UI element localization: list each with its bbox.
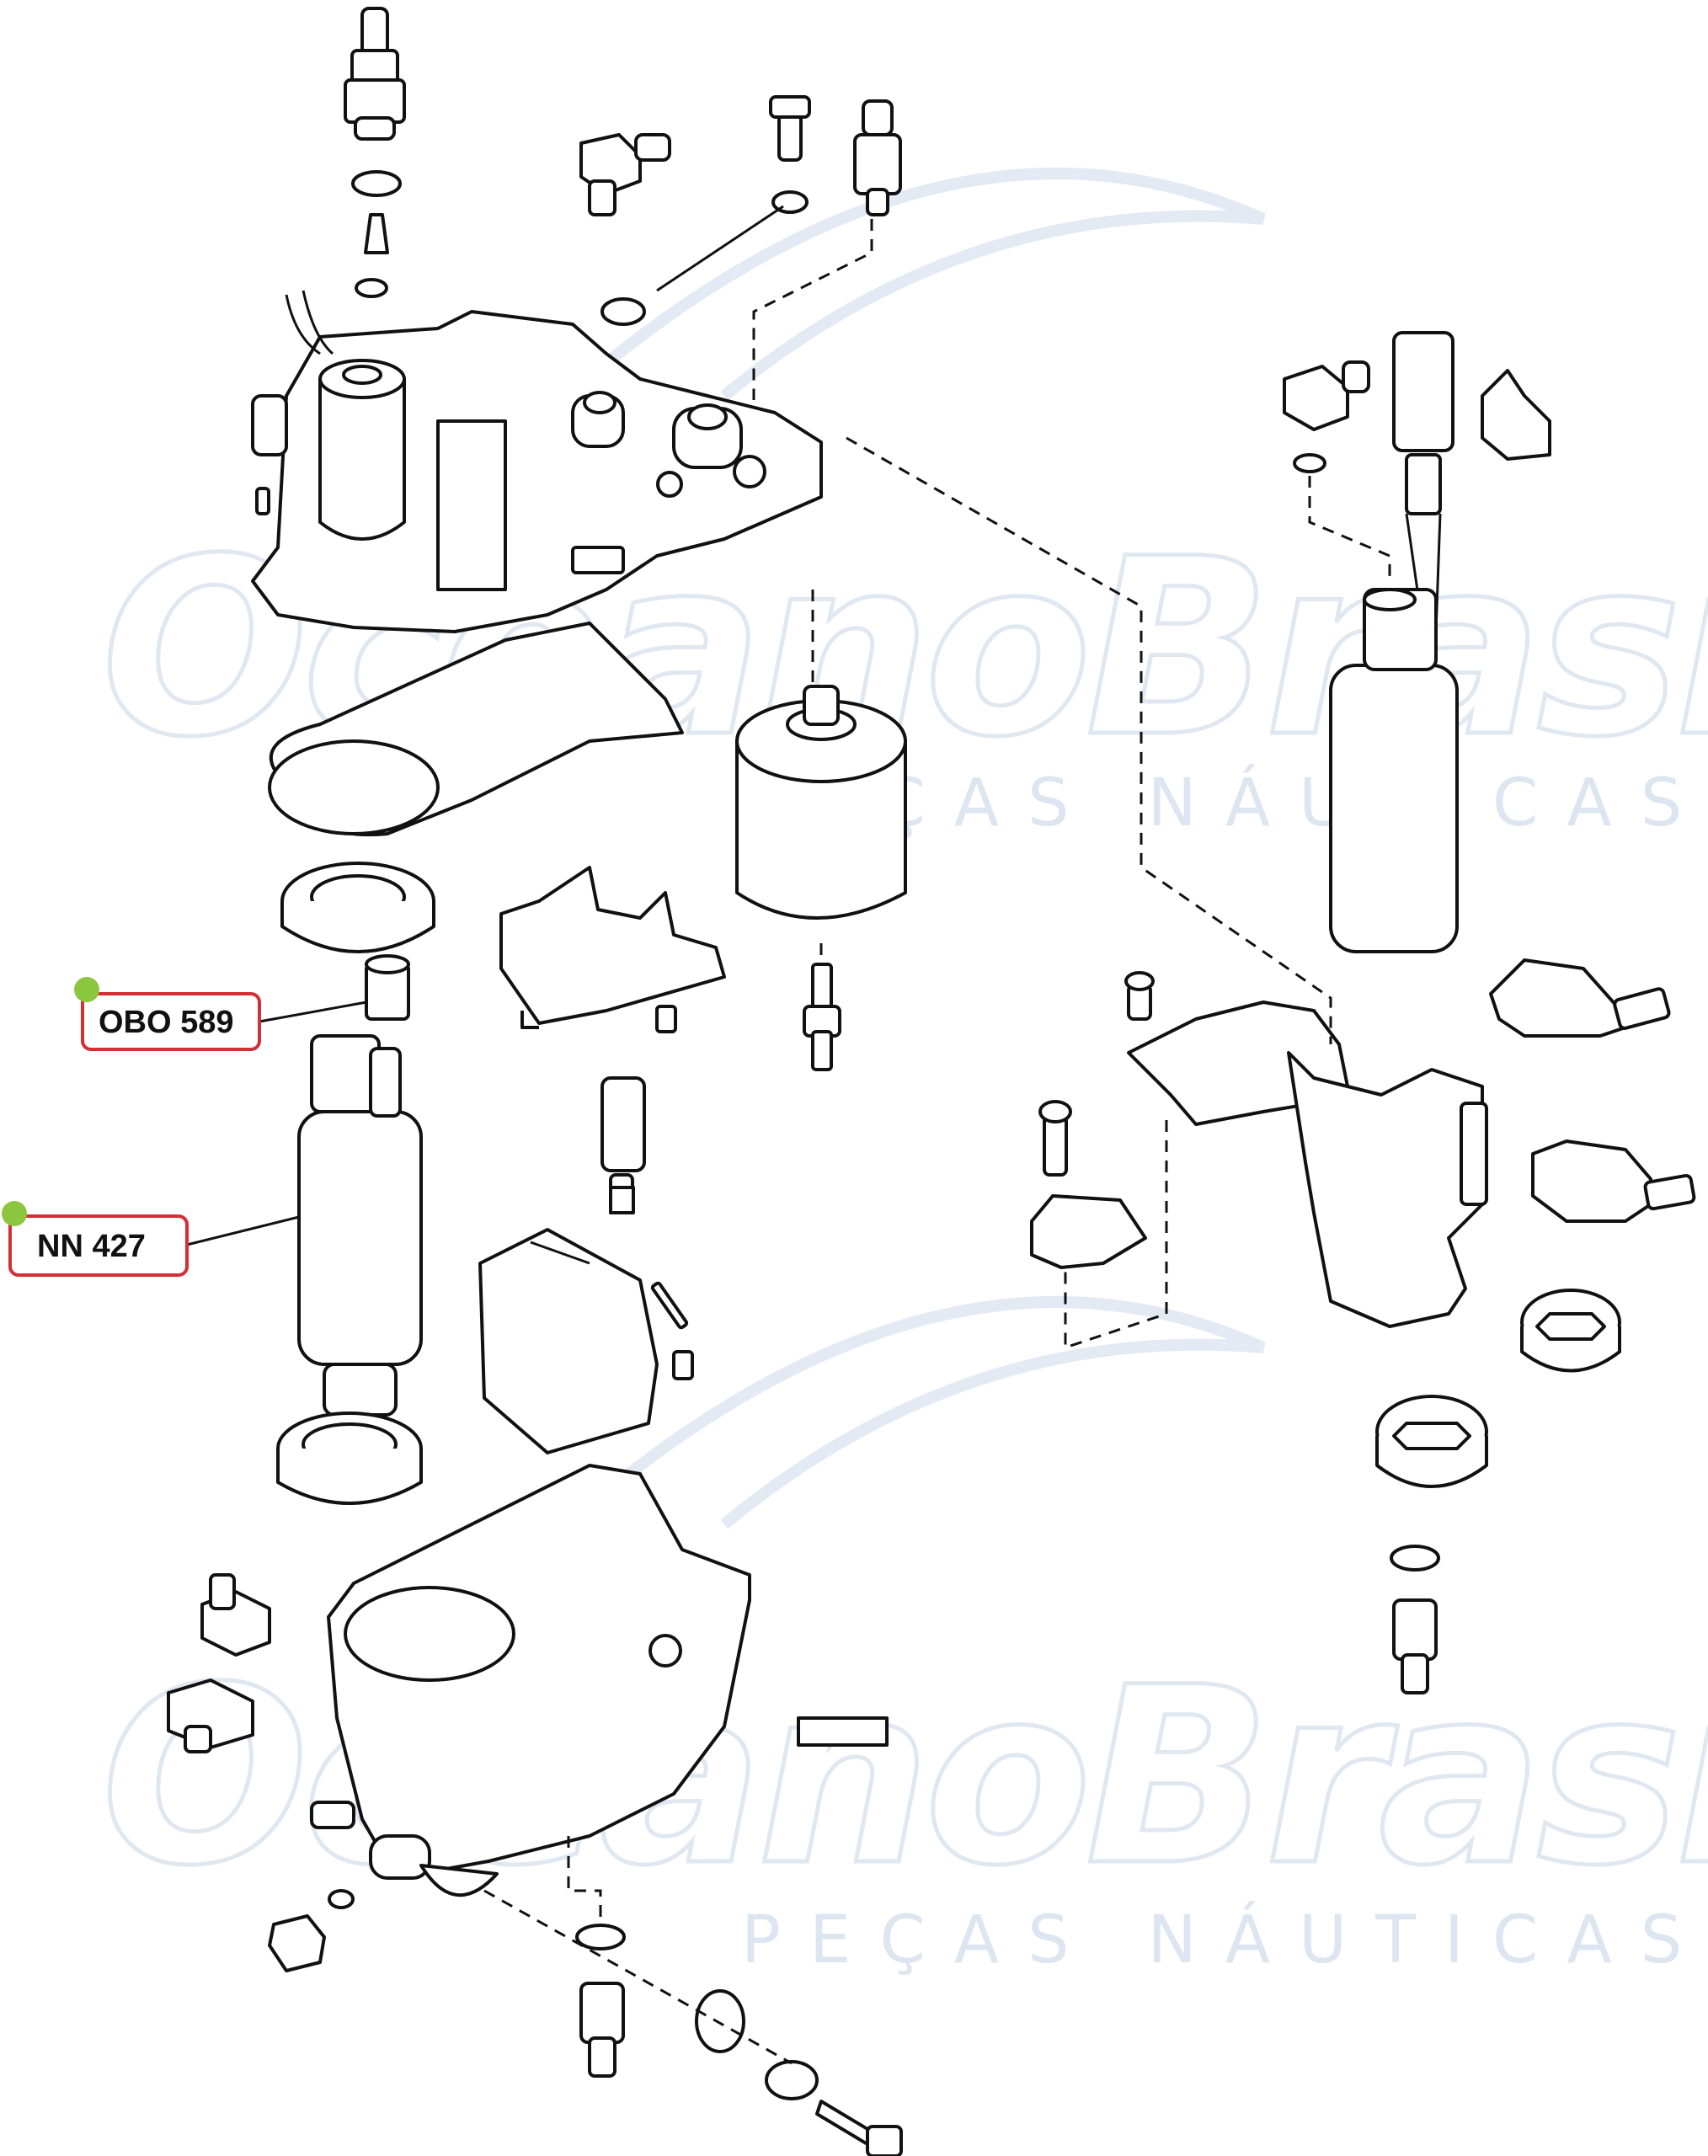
center-bracket-plate bbox=[499, 866, 726, 1029]
bowl-side-fittings bbox=[167, 1573, 355, 1972]
elbow-and-strap-group bbox=[579, 95, 902, 326]
obo-589-leader-line bbox=[259, 1001, 367, 1023]
obo-589-marker-dot bbox=[74, 977, 99, 1002]
right-clamps bbox=[1489, 958, 1696, 1223]
lower-seal-ring bbox=[276, 1412, 423, 1505]
pump-shroud bbox=[478, 1228, 694, 1454]
top-fitting-stack bbox=[344, 7, 406, 298]
right-pump-assembly bbox=[1283, 331, 1551, 953]
obo-589-label: OBO 589 bbox=[99, 1005, 234, 1040]
watermark-swoosh-top bbox=[535, 168, 1266, 426]
spacer-obo-589 bbox=[365, 954, 410, 1021]
callout-nn-427: NN 427 bbox=[2, 1201, 300, 1277]
upper-seal-ring bbox=[280, 862, 435, 953]
fuel-reservoir-bowl bbox=[327, 1464, 751, 1897]
callout-obo-589: OBO 589 bbox=[74, 977, 367, 1051]
fuel-cooler-housing bbox=[251, 290, 823, 633]
nn-427-leader-line bbox=[186, 1215, 300, 1246]
nn-427-label-box bbox=[8, 1214, 189, 1277]
assembly-lines bbox=[483, 219, 1391, 2065]
nn-427-marker-dot bbox=[2, 1201, 27, 1226]
nn-427-label: NN 427 bbox=[37, 1229, 146, 1264]
cooler-gasket bbox=[268, 622, 684, 837]
right-cradle-bracket bbox=[1030, 971, 1488, 1328]
watermark-tagline-bottom: PEÇAS NÁUTICAS bbox=[741, 1901, 1708, 1978]
watermark-swoosh-bottom bbox=[535, 1296, 1266, 1555]
center-small-parts bbox=[600, 963, 841, 1214]
obo-589-label-box bbox=[81, 992, 261, 1051]
fuel-filter-canister bbox=[735, 685, 907, 920]
bottom-drain-parts bbox=[575, 1924, 903, 2156]
fuel-pump-nn-427 bbox=[297, 1034, 423, 1417]
right-grommets bbox=[1375, 1289, 1621, 1694]
part-tag-box bbox=[797, 1716, 889, 1747]
